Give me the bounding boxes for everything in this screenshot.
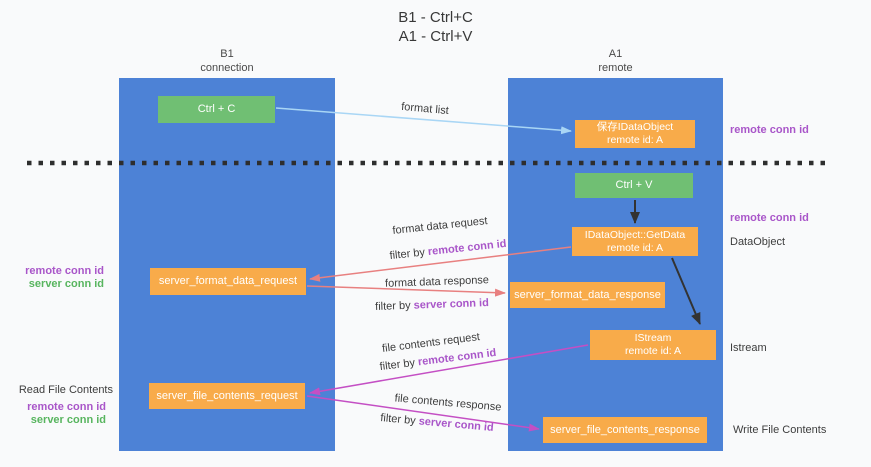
node-ctrl-c: Ctrl + C xyxy=(158,96,275,123)
label-write-file-contents: Write File Contents xyxy=(733,424,827,436)
node-server-file-contents-response-label: server_file_contents_response xyxy=(550,423,700,436)
node-ctrl-v: Ctrl + V xyxy=(575,173,693,198)
label-format-data-response: format data response xyxy=(384,274,490,290)
node-server-file-contents-request: server_file_contents_request xyxy=(149,383,305,409)
filter-key-remote-conn-id: remote conn id xyxy=(417,346,497,369)
filter-prefix: filter by xyxy=(374,299,414,313)
label-server-conn-id-left-bottom: server conn id xyxy=(30,414,106,426)
label-format-data-request: format data request xyxy=(391,215,489,237)
label-remote-conn-id-right-mid: remote conn id xyxy=(730,212,809,224)
node-ctrl-v-label: Ctrl + V xyxy=(615,179,653,191)
node-server-format-data-request-label: server_format_data_request xyxy=(158,275,298,287)
node-idataobject-getdata: IDataObject::GetData remote id: A xyxy=(572,227,698,256)
label-format-list: format list xyxy=(400,100,450,118)
node-save-idataobject-line2: remote id: A xyxy=(606,134,664,146)
filter-prefix: filter by xyxy=(379,412,420,428)
node-server-format-data-response: server_format_data_response xyxy=(510,282,665,308)
node-server-file-contents-response: server_file_contents_response xyxy=(543,417,707,443)
node-server-format-data-response-label: server_format_data_response xyxy=(514,288,661,301)
filter-key-server-conn-id: server conn id xyxy=(418,415,495,434)
node-istream: IStream remote id: A xyxy=(590,330,716,360)
title-line-1: B1 - Ctrl+C xyxy=(398,9,473,26)
label-file-contents-response-filter: filter by server conn id xyxy=(380,412,494,434)
label-dataobject: DataObject xyxy=(730,236,786,248)
filter-prefix: filter by xyxy=(389,246,429,263)
diagram-title: B1 - Ctrl+C A1 - Ctrl+V xyxy=(0,8,871,46)
node-idataobject-getdata-line1: IDataObject::GetData xyxy=(584,228,686,241)
label-remote-conn-id-right-top: remote conn id xyxy=(730,124,809,136)
label-remote-conn-id-left-bottom: remote conn id xyxy=(27,401,106,413)
label-file-contents-response: file contents response xyxy=(394,392,502,414)
lane-b1-title: B1 xyxy=(220,48,234,60)
node-server-file-contents-request-label: server_file_contents_request xyxy=(156,389,298,402)
node-ctrl-c-label: Ctrl + C xyxy=(197,103,236,115)
filter-prefix: filter by xyxy=(379,356,419,374)
label-istream: Istream xyxy=(730,342,767,354)
node-server-format-data-request: server_format_data_request xyxy=(150,268,306,295)
filter-key-server-conn-id: server conn id xyxy=(413,297,490,312)
node-save-idataobject-line1: 保存IDataObject xyxy=(596,121,674,133)
lane-a1-subtitle: remote xyxy=(598,62,633,74)
node-istream-line2: remote id: A xyxy=(624,345,682,357)
filter-key-remote-conn-id: remote conn id xyxy=(427,237,507,259)
node-save-idataobject: 保存IDataObject remote id: A xyxy=(575,120,695,148)
node-idataobject-getdata-line2: remote id: A xyxy=(606,241,664,254)
lane-header-b1: B1 connection xyxy=(119,47,335,75)
label-server-conn-id-left-top: server conn id xyxy=(28,278,104,290)
label-format-data-request-filter: filter by remote conn id xyxy=(389,238,507,262)
label-remote-conn-id-left-top: remote conn id xyxy=(25,265,104,277)
title-line-2: A1 - Ctrl+V xyxy=(398,28,473,45)
node-istream-line1: IStream xyxy=(634,332,672,344)
label-read-file-contents: Read File Contents xyxy=(18,384,113,396)
label-format-data-response-filter: filter by server conn id xyxy=(375,297,489,313)
lane-a1-title: A1 xyxy=(608,48,623,60)
lane-header-a1: A1 remote xyxy=(508,47,723,75)
lane-b1-subtitle: connection xyxy=(200,62,254,74)
